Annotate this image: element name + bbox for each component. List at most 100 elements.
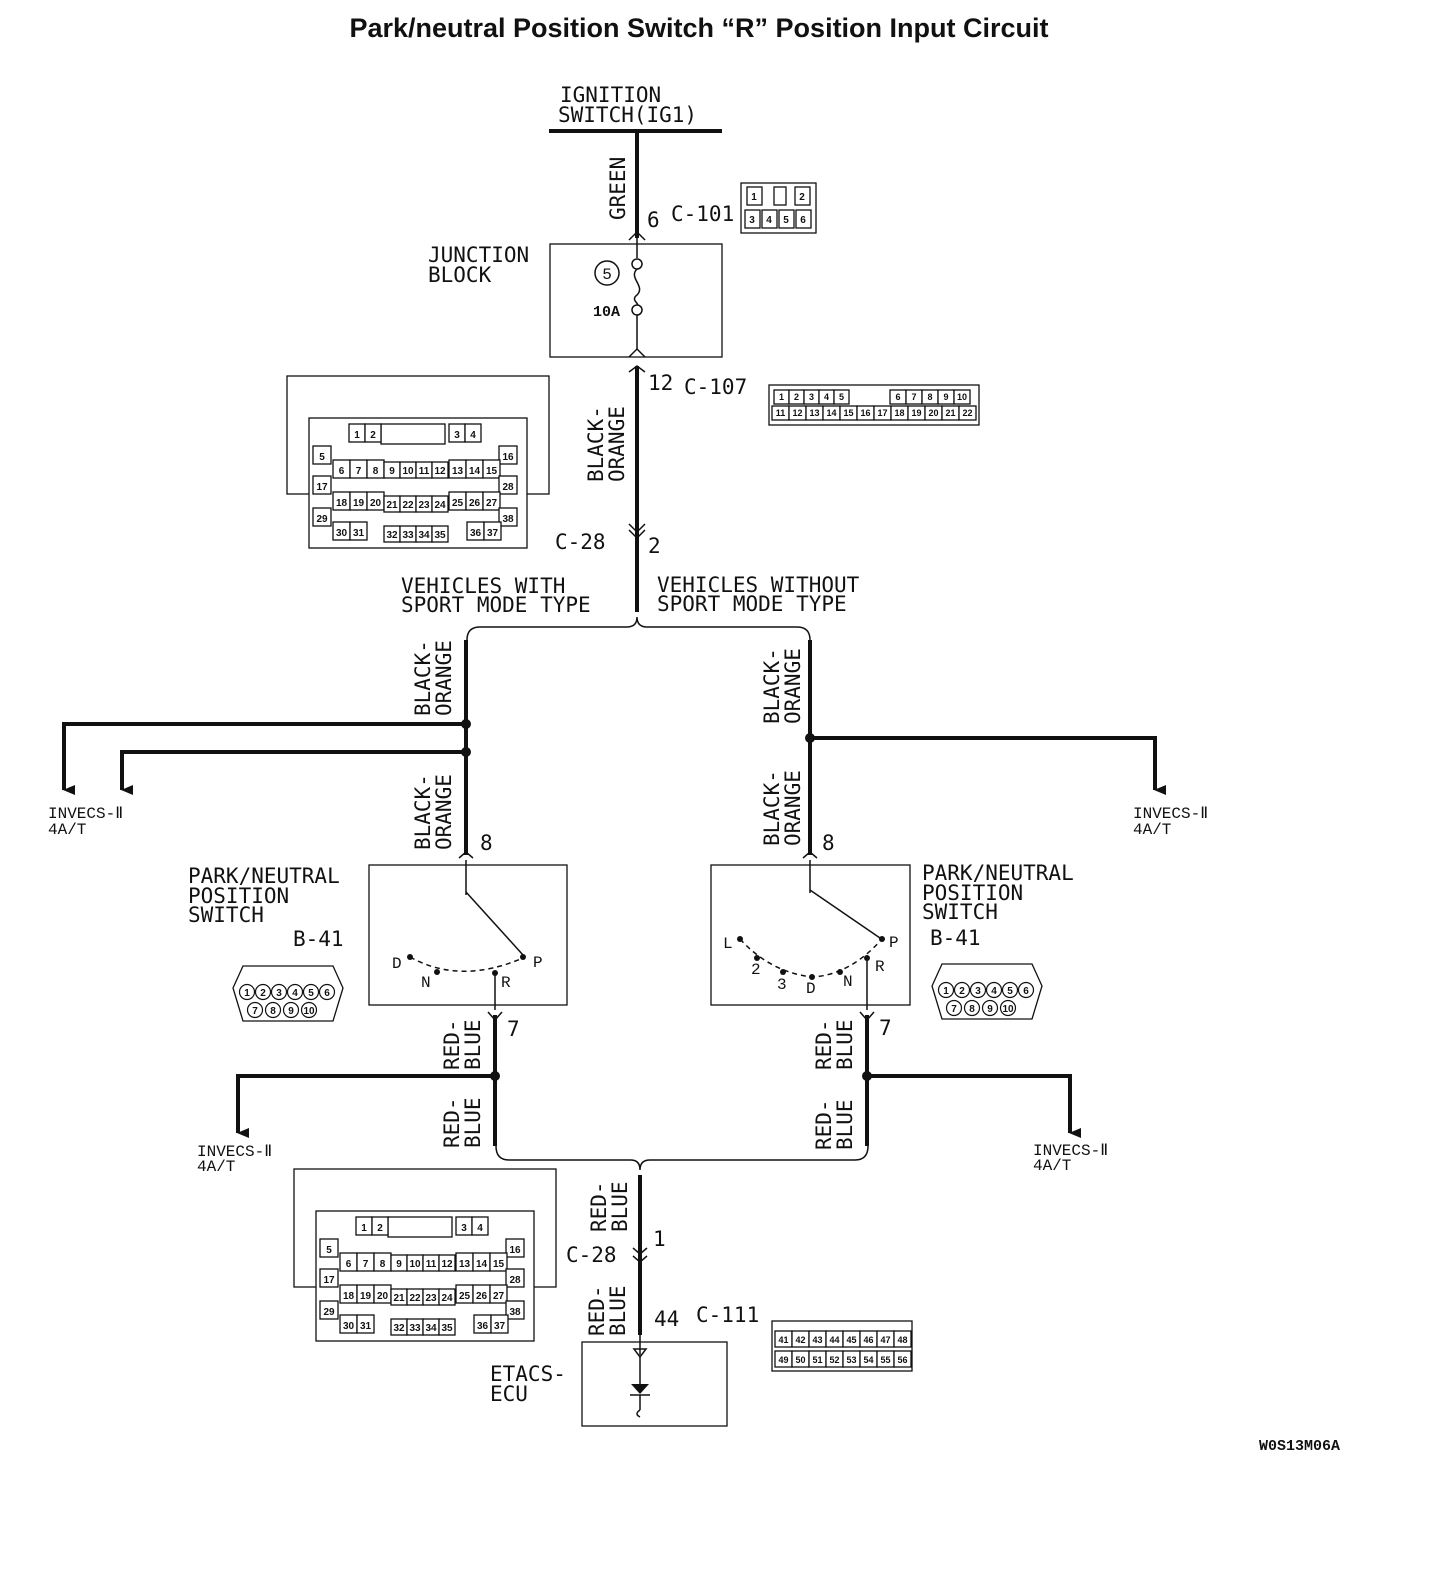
svg-text:3: 3 (809, 392, 814, 402)
pin-cell: 23 (415, 495, 433, 513)
svg-text:1: 1 (751, 192, 757, 203)
svg-text:30: 30 (336, 528, 348, 539)
c101-pinout: 1 2 3 4 5 6 (740, 182, 817, 234)
svg-text:13: 13 (809, 408, 819, 418)
pin-cell: 9 (390, 1254, 408, 1272)
branch-brace-bottom (495, 1145, 869, 1171)
svg-text:BLUE: BLUE (461, 1019, 485, 1070)
pin-cell: 17 (873, 405, 892, 421)
svg-text:20: 20 (377, 1291, 389, 1302)
svg-text:38: 38 (509, 1307, 521, 1318)
pin-cell: 48 (893, 1330, 912, 1348)
pin-cell: 10 (406, 1254, 424, 1272)
svg-text:5: 5 (326, 1245, 332, 1256)
svg-text:18: 18 (894, 408, 904, 418)
etacs-label-line1: ETACS- (490, 1362, 566, 1386)
svg-text:10: 10 (303, 1006, 315, 1017)
pin-cell: 2 (254, 983, 272, 1001)
b41-left-pin-in: 8 (480, 831, 493, 855)
pin-cell: 52 (825, 1350, 844, 1368)
pin-cell: 3 (270, 983, 288, 1001)
svg-text:30: 30 (343, 1321, 355, 1332)
c111-pin: 44 (654, 1307, 679, 1331)
svg-text:RED-: RED- (585, 1285, 609, 1336)
svg-text:N: N (421, 974, 431, 992)
pin-cell: 29 (312, 507, 332, 527)
svg-text:29: 29 (323, 1307, 335, 1318)
svg-text:4: 4 (824, 392, 829, 402)
pin-cell: 9 (282, 1001, 300, 1019)
pin-cell: 19 (356, 1284, 375, 1304)
svg-text:10: 10 (957, 392, 967, 402)
pin-cell: 22 (399, 495, 417, 513)
svg-text:26: 26 (476, 1291, 488, 1302)
pin-cell: 1 (348, 423, 366, 443)
svg-text:22: 22 (409, 1293, 421, 1304)
svg-text:17: 17 (877, 408, 887, 418)
svg-text:2: 2 (959, 986, 965, 997)
svg-text:ORANGE: ORANGE (781, 648, 805, 724)
pin-cell: 10 (999, 999, 1017, 1017)
svg-text:6: 6 (339, 466, 345, 477)
pin-cell: 12 (438, 1254, 456, 1272)
pin-cell: 35 (438, 1318, 456, 1336)
ignition-label-line1: IGNITION (560, 83, 661, 107)
pin-cell: 1 (937, 981, 955, 999)
svg-text:3: 3 (749, 215, 755, 226)
pin-cell: 24 (438, 1288, 456, 1306)
svg-text:53: 53 (846, 1355, 856, 1365)
pin-cell: 19 (349, 491, 368, 511)
pn-switch-right-label3: SWITCH (922, 900, 998, 924)
svg-text:17: 17 (323, 1275, 335, 1286)
invecs-right-bottom-line1: INVECS-Ⅱ (1033, 1142, 1108, 1160)
svg-text:6: 6 (895, 392, 900, 402)
pin-cell: 34 (422, 1318, 440, 1336)
svg-text:35: 35 (434, 530, 446, 541)
pin-cell: 12 (431, 461, 449, 479)
svg-text:9: 9 (396, 1259, 402, 1270)
svg-text:3: 3 (461, 1223, 467, 1234)
pin-cell: 38 (498, 507, 518, 527)
svg-text:9: 9 (943, 392, 948, 402)
pin-cell: 18 (332, 491, 351, 511)
svg-text:8: 8 (373, 466, 379, 477)
svg-text:7: 7 (363, 1259, 369, 1270)
svg-text:42: 42 (795, 1335, 805, 1345)
svg-text:RED-: RED- (812, 1019, 836, 1070)
svg-text:4: 4 (292, 988, 298, 999)
pin-cell: 15 (489, 1252, 508, 1272)
pin-cell: 23 (422, 1288, 440, 1306)
c111-id: C-111 (696, 1303, 759, 1327)
svg-text:1: 1 (779, 392, 784, 402)
pin-cell: 6 (1017, 981, 1035, 999)
pin-cell: 8 (921, 389, 939, 405)
svg-text:19: 19 (360, 1291, 372, 1302)
pin-cell: 13 (448, 459, 467, 479)
pin-cell: 45 (842, 1330, 861, 1348)
diagram-title: Park/neutral Position Switch “R” Positio… (349, 13, 1048, 43)
wire-label-black: BLACK- (584, 406, 608, 482)
svg-text:18: 18 (343, 1291, 355, 1302)
pin-cell: 56 (893, 1350, 912, 1368)
b41-left-pin-out: 7 (507, 1017, 520, 1041)
svg-text:24: 24 (434, 500, 446, 511)
pin-cell: 30 (339, 1314, 358, 1334)
svg-text:16: 16 (509, 1245, 521, 1256)
svg-text:5: 5 (783, 215, 789, 226)
pin-cell: 53 (842, 1350, 861, 1368)
pn-switch-left-label2: POSITION (188, 884, 289, 908)
pin-cell: 55 (876, 1350, 895, 1368)
svg-text:35: 35 (441, 1323, 453, 1334)
svg-text:P: P (533, 954, 543, 972)
pin-cell: 49 (774, 1350, 793, 1368)
pin-cell: 26 (465, 491, 484, 511)
pin-cell: 3 (969, 981, 987, 999)
svg-text:16: 16 (860, 408, 870, 418)
pin-cell: 4 (464, 423, 482, 443)
pin-cell: 3 (803, 389, 820, 405)
svg-text:4: 4 (991, 986, 997, 997)
